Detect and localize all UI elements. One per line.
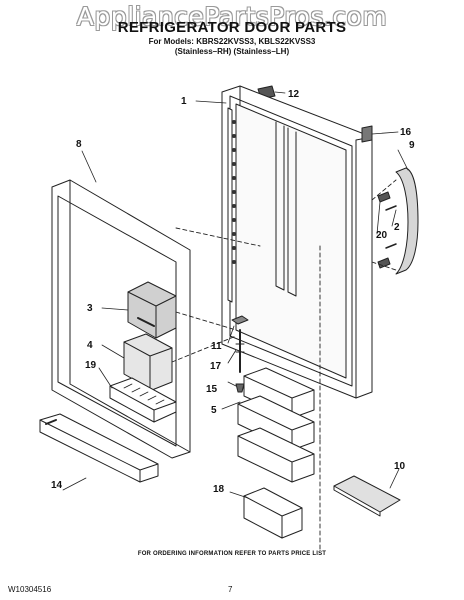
callout-16: 16 (400, 127, 412, 138)
callout-11: 11 (211, 341, 222, 352)
document-number: W10304516 (8, 585, 52, 594)
callout-9: 9 (409, 140, 415, 151)
callout-20: 20 (376, 230, 388, 241)
callout-5: 5 (211, 405, 217, 416)
part-16-cap (361, 125, 373, 143)
part-9-handle (395, 167, 419, 275)
part-17-post (235, 329, 245, 373)
part-11-cap (231, 315, 249, 325)
callout-14: 14 (51, 480, 63, 491)
callout-17: 17 (210, 361, 222, 372)
callout-1: 1 (181, 96, 187, 107)
part-1-door-liner (221, 85, 373, 399)
callout-2: 2 (394, 222, 400, 233)
part-14-shelf-rail (39, 413, 159, 483)
model-variants: (Stainless–RH) (Stainless–LH) (174, 47, 290, 56)
part-20-spacers (377, 191, 391, 269)
callout-4: 4 (87, 340, 93, 351)
callout-15: 15 (206, 384, 218, 395)
callout-18: 18 (213, 484, 225, 495)
part-18-small-bin (243, 487, 303, 539)
part-3-dairy-cover (127, 281, 177, 339)
assembly-leader-lines (171, 179, 397, 551)
ordering-info-note: FOR ORDERING INFORMATION REFER TO PARTS … (137, 551, 327, 557)
part-2-screws (385, 205, 397, 249)
part-4-dairy-bin (123, 333, 173, 391)
callout-19: 19 (85, 360, 97, 371)
part-15-screw (235, 383, 245, 393)
model-numbers: For Models: KBRS22KVSS3, KBLS22KVSS3 (148, 37, 316, 46)
callout-10: 10 (394, 461, 406, 472)
page-title: REFRIGERATOR DOOR PARTS (117, 19, 347, 36)
watermark-text: AppliancePartsPros.com (76, 2, 388, 31)
callout-12: 12 (288, 89, 300, 100)
part-5-door-bins (237, 367, 315, 483)
callout-8: 8 (76, 139, 82, 150)
part-10-lid (333, 475, 401, 517)
callout-leaders (62, 91, 409, 499)
part-19-egg-tray (109, 377, 177, 423)
page-number: 7 (228, 585, 233, 594)
callout-3: 3 (87, 303, 93, 314)
